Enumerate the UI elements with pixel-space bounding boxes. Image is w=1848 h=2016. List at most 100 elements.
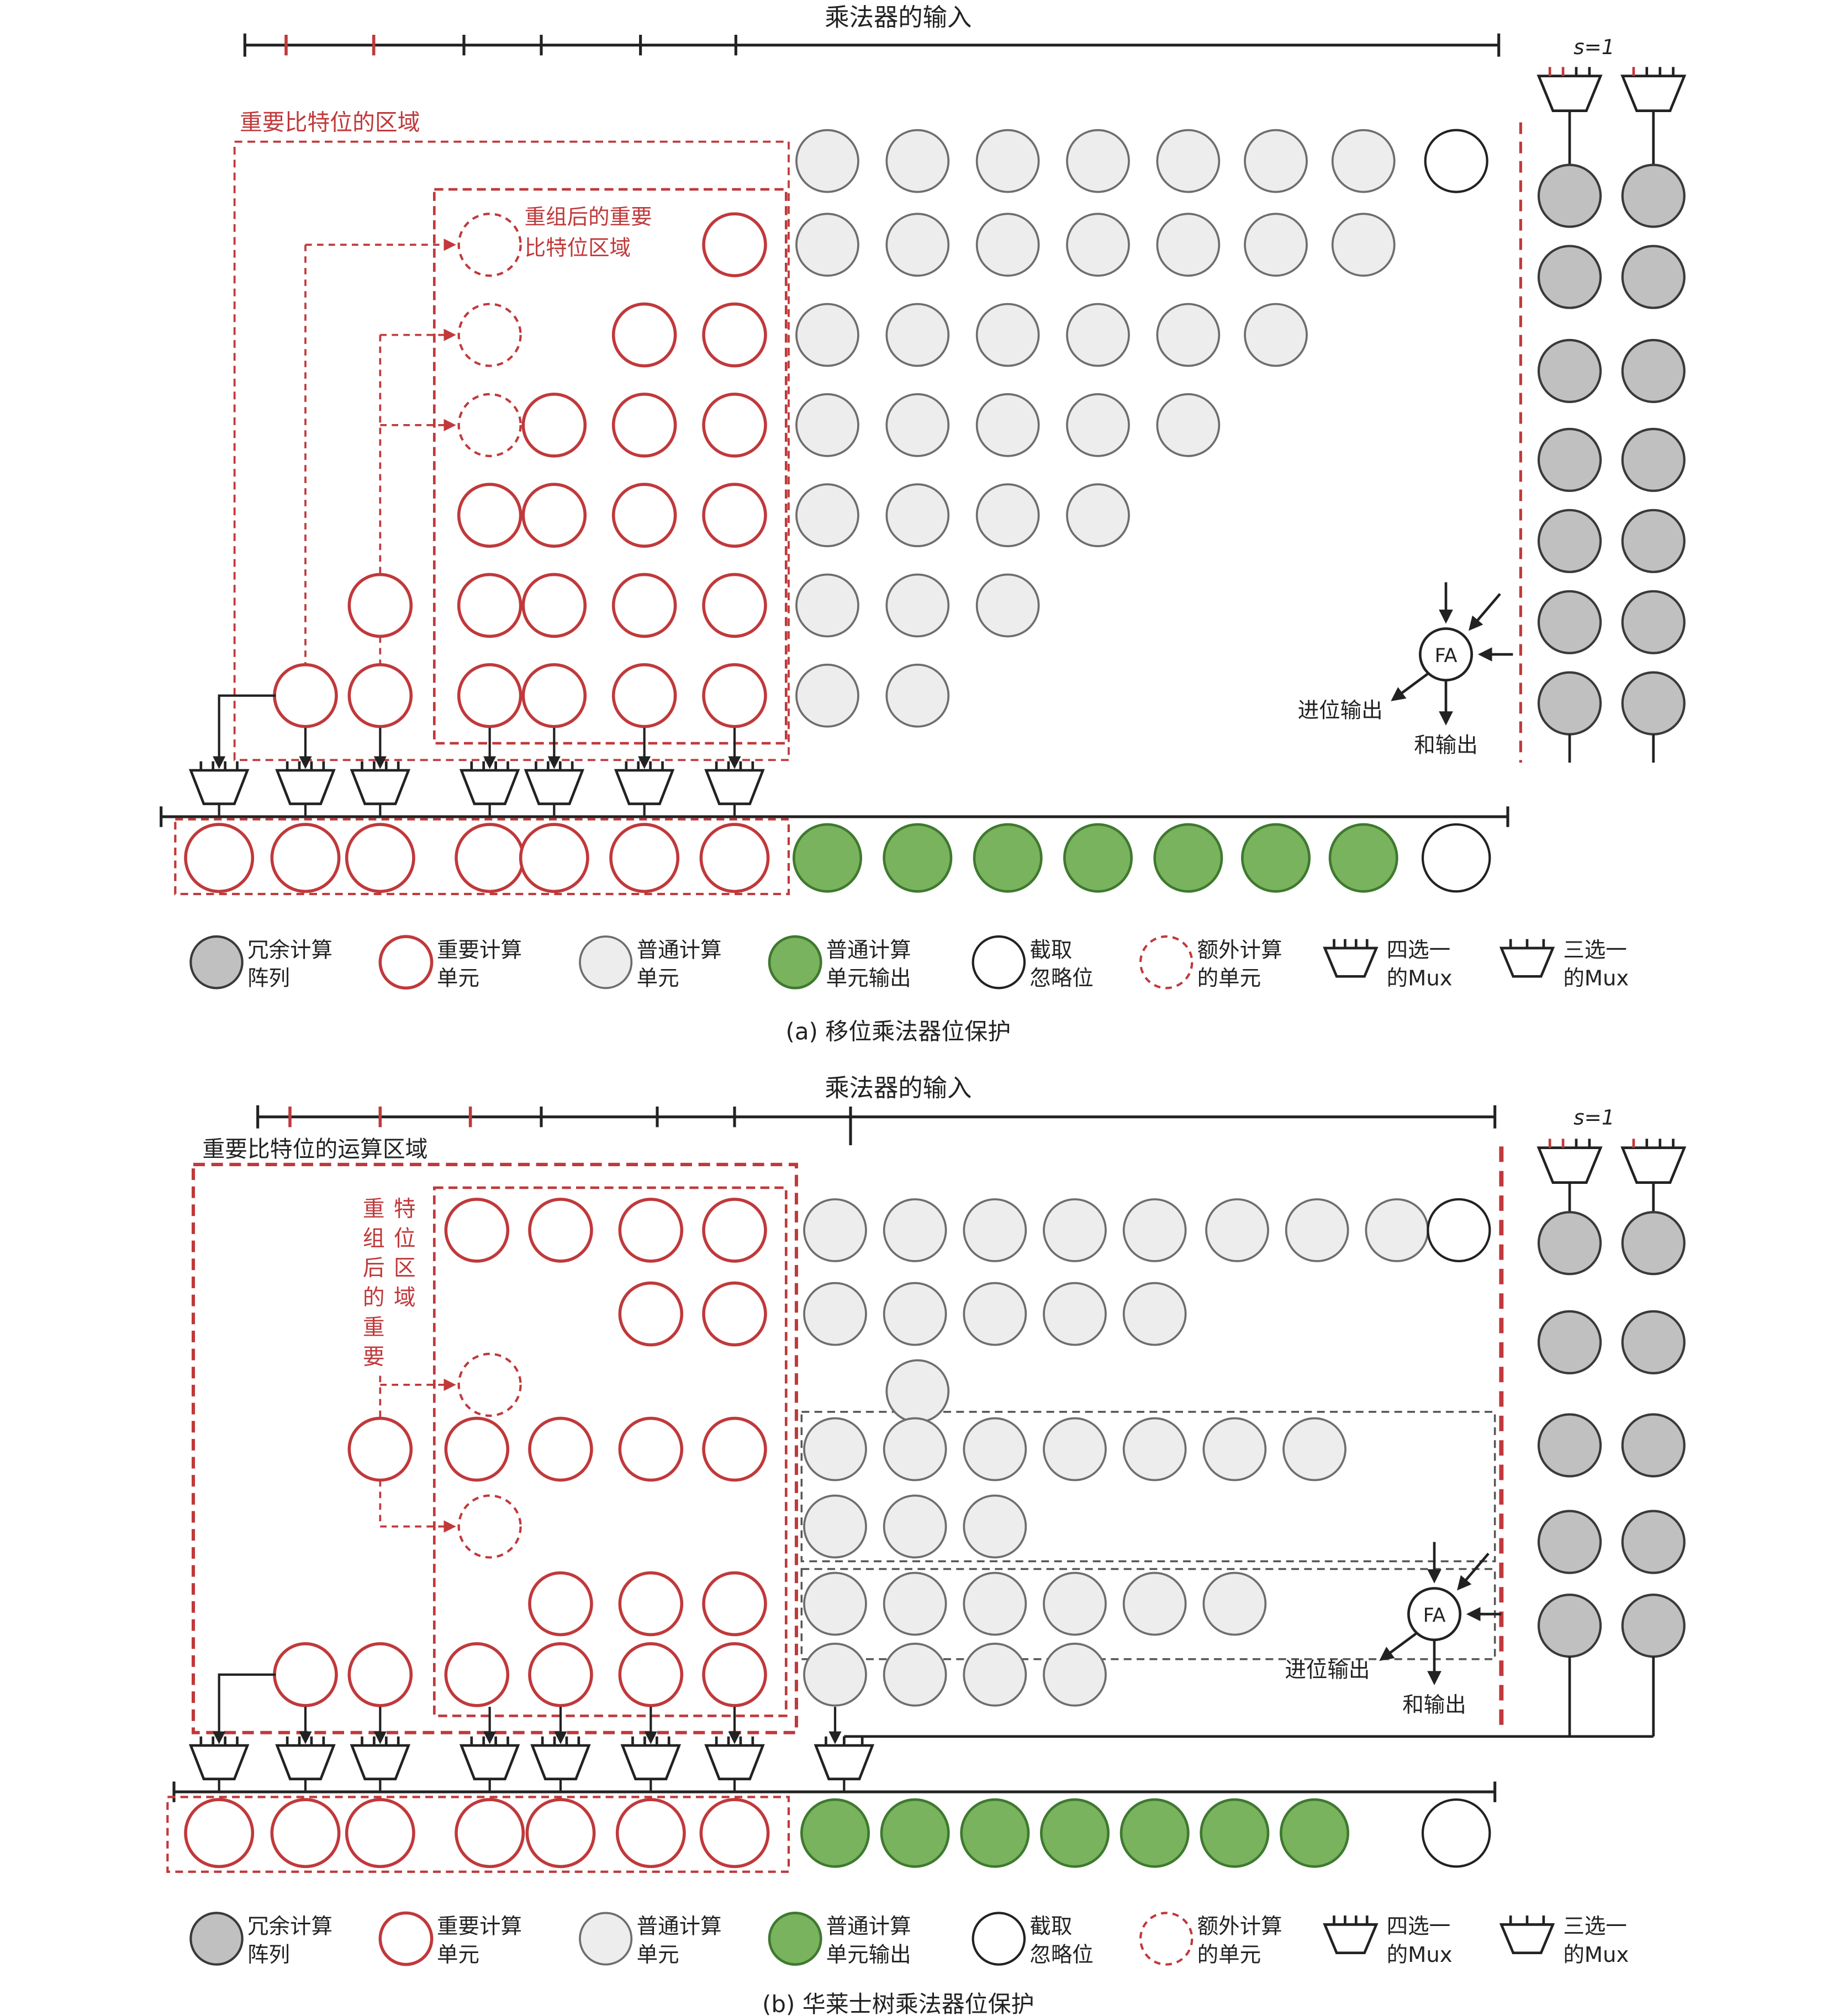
fig-b-reorganized-region-label-char: 要	[363, 1345, 385, 1370]
normal-cell	[1043, 1571, 1107, 1636]
normal-cell	[795, 483, 859, 548]
normal-cell	[1331, 213, 1396, 277]
important-output-cell	[455, 823, 525, 893]
legend-label: 重要计算	[437, 938, 522, 962]
important-cell	[347, 663, 413, 728]
important-cell	[444, 1642, 510, 1707]
normal-cell	[975, 129, 1040, 193]
normal-cell	[975, 213, 1040, 277]
fa-carry-wire	[1391, 673, 1429, 701]
important-cell	[702, 1281, 767, 1347]
important-output-cell	[699, 1798, 770, 1869]
legend-label: 普通计算	[826, 938, 911, 962]
legend-red-cell-icon	[378, 935, 434, 990]
redundant-cell	[1621, 1413, 1686, 1478]
important-cell	[702, 1416, 767, 1482]
normal-cell	[1043, 1417, 1107, 1481]
normal-cell	[883, 1494, 947, 1559]
mux-elbow-wire	[213, 694, 276, 769]
legend-label: 的Mux	[1387, 1943, 1453, 1967]
output-mux-4to1	[704, 1744, 765, 1781]
normal-output-cell	[883, 823, 953, 893]
legend-light-cell-icon	[579, 1912, 633, 1966]
normal-output-cell	[1040, 1798, 1110, 1868]
fig-b-fa-label: FA	[1423, 1605, 1446, 1627]
legend-gray-cell-icon	[189, 935, 244, 990]
legend-label: 三选一	[1563, 1914, 1627, 1939]
normal-cell	[1282, 1417, 1347, 1481]
legend-label: 的单元	[1197, 1943, 1261, 1967]
normal-cell	[963, 1494, 1027, 1559]
normal-cell	[1244, 303, 1308, 367]
normal-cell	[803, 1198, 867, 1262]
redundant-cell	[1621, 671, 1686, 736]
wallace-stage-box	[800, 1411, 1496, 1563]
important-cell	[444, 1416, 510, 1482]
fig-b-reorganized-region-label-char: 区	[394, 1256, 416, 1281]
important-output-cell	[345, 1798, 415, 1869]
legend-label: 的Mux	[1563, 1943, 1629, 1967]
normal-cell	[795, 213, 859, 277]
fig-b-reorganized-region-label-char: 特	[394, 1196, 416, 1221]
important-cell	[618, 1281, 684, 1347]
redundant-cell	[1621, 1310, 1686, 1374]
fig-a-reorganized-region-label-line2: 比特位区域	[525, 236, 631, 261]
legend-label: 额外计算	[1197, 938, 1282, 962]
normal-cell	[885, 663, 950, 728]
output-mux-4to1	[188, 769, 250, 806]
normal-cell	[1244, 129, 1308, 193]
normal-cell	[885, 213, 950, 277]
redundant-cell	[1621, 163, 1686, 228]
normal-cell	[885, 573, 950, 638]
important-cell	[611, 393, 677, 458]
normal-cell	[975, 483, 1040, 548]
important-cell	[618, 1198, 684, 1263]
legend-label: 单元	[637, 966, 679, 991]
important-cell	[702, 1642, 767, 1707]
legend-label: 单元	[437, 1943, 479, 1967]
mux-elbow-wire	[213, 1673, 276, 1744]
fig-b-sum-out-label: 和输出	[1402, 1692, 1466, 1717]
important-cell	[702, 1571, 767, 1637]
important-output-cell	[184, 1798, 255, 1869]
fa-input-wire	[1457, 1552, 1490, 1591]
legend-label: 普通计算	[826, 1914, 911, 1939]
important-cell	[521, 483, 587, 548]
redundant-cell	[1537, 245, 1602, 309]
legend-red-cell-icon	[378, 1911, 434, 1966]
fig-b-carry-out-label: 进位输出	[1285, 1658, 1370, 1682]
fig-a-important-region-label: 重要比特位的区域	[240, 109, 420, 136]
fa-carry-wire	[1379, 1632, 1417, 1661]
important-cell	[618, 1642, 684, 1707]
output-mux-4to1	[350, 1744, 411, 1781]
normal-cell	[803, 1282, 867, 1346]
fa-node	[1407, 1587, 1461, 1642]
normal-output-cell	[1120, 1798, 1190, 1868]
redundant-cell	[1621, 427, 1686, 492]
important-output-cell	[609, 823, 680, 893]
legend-label: 重要计算	[437, 1914, 522, 1939]
normal-cell	[1205, 1198, 1269, 1262]
normal-output-cell	[1200, 1798, 1270, 1868]
fig-a-input-label: 乘法器的输入	[825, 4, 971, 32]
legend-label: 单元输出	[826, 966, 911, 991]
output-mux-4to1	[614, 769, 675, 806]
redundant-cell	[1537, 1413, 1602, 1478]
normal-cell	[1043, 1282, 1107, 1346]
redundant-cell	[1537, 590, 1602, 654]
normal-output-cell	[880, 1798, 950, 1868]
legend-label: 三选一	[1563, 938, 1627, 962]
normal-cell	[885, 303, 950, 367]
legend-label: 四选一	[1387, 1914, 1450, 1939]
legend-mux4-icon	[1323, 946, 1379, 978]
legend-green-cell-icon	[768, 1912, 822, 1966]
legend-green-cell-icon	[768, 935, 822, 990]
truncated-cell	[1424, 129, 1488, 193]
normal-cell	[963, 1417, 1027, 1481]
normal-cell	[1156, 303, 1221, 367]
legend-label: 的Mux	[1563, 966, 1629, 991]
legend-label: 阵列	[247, 1943, 290, 1967]
reorganized-region-box	[433, 1186, 788, 1717]
important-cell	[444, 1198, 510, 1263]
normal-cell	[885, 483, 950, 548]
